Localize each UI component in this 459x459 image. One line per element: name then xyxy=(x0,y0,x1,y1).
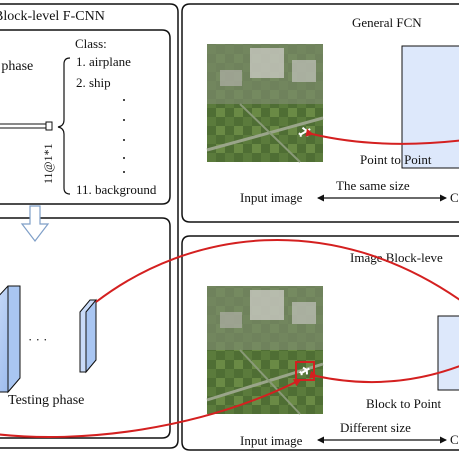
class-dots xyxy=(123,99,125,173)
class-brace xyxy=(58,58,70,194)
output-map-bottom xyxy=(438,316,459,390)
block-to-point-label: Block to Point xyxy=(366,396,442,411)
general-fcn-title: General FCN xyxy=(352,15,422,30)
same-size-label: The same size xyxy=(336,178,410,193)
class-header: Class: xyxy=(75,36,107,51)
different-size-label: Different size xyxy=(340,420,411,435)
output-map-top xyxy=(402,46,459,168)
feature-vector-bar xyxy=(0,124,46,128)
layer-ellipsis: · · · xyxy=(28,332,48,347)
class-ship: 2. ship xyxy=(76,75,111,90)
down-arrow xyxy=(22,206,48,241)
class-background: 11. background xyxy=(76,182,157,197)
output-dims-label: 11@1*1 xyxy=(41,143,55,184)
output-label-top: C xyxy=(450,190,459,205)
input-image-label-bottom: Input image xyxy=(240,433,303,448)
training-phase-label: ; phase xyxy=(0,59,33,74)
input-image-top xyxy=(207,44,323,162)
output-vector-cell xyxy=(46,122,52,130)
class-airplane: 1. airplane xyxy=(76,54,131,69)
output-label-bottom: C xyxy=(450,432,459,447)
feature-cube xyxy=(0,286,20,392)
left-top-title: Block-level F-CNN xyxy=(0,9,105,24)
input-image-label-top: Input image xyxy=(240,190,303,205)
output-slab xyxy=(80,300,96,372)
testing-phase-label: Testing phase xyxy=(8,393,84,408)
point-to-point-label: Point to Point xyxy=(360,152,432,167)
